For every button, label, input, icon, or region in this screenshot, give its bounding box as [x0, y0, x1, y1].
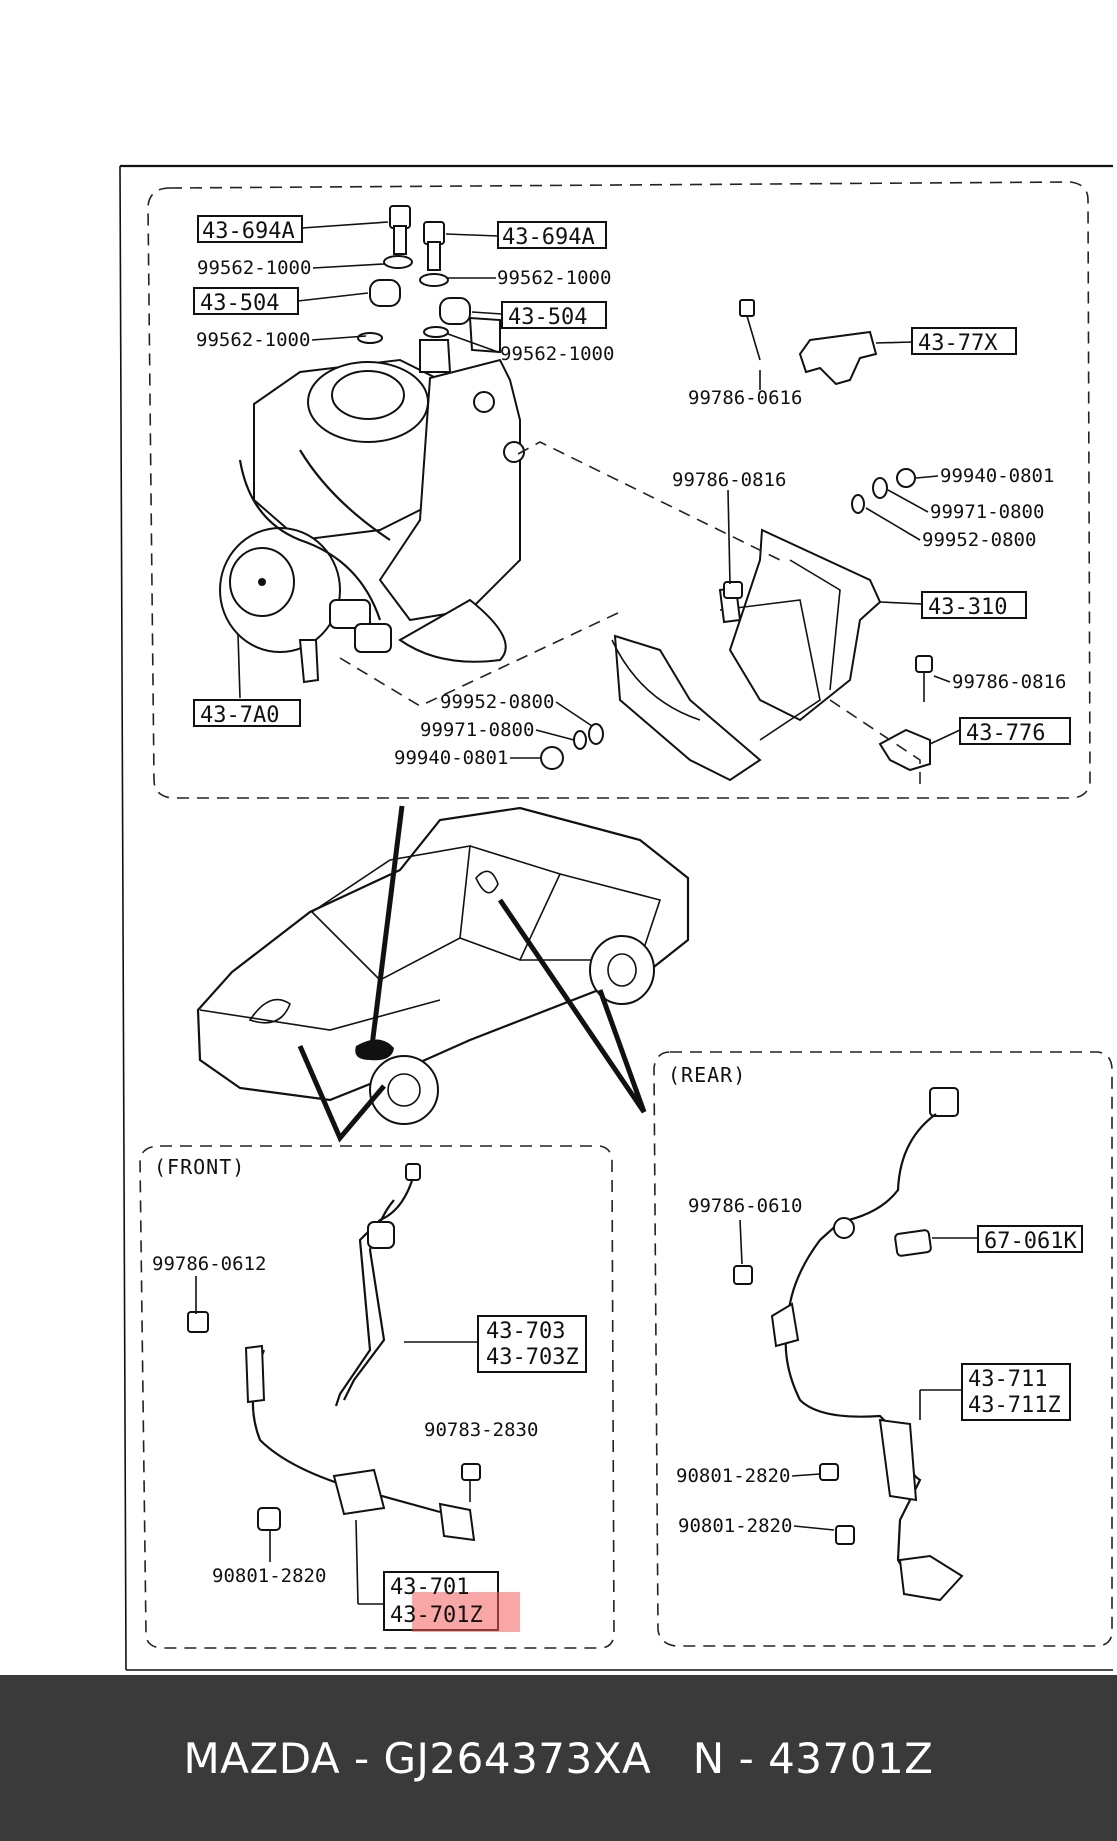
code-43-77X: 43-77X	[918, 331, 998, 356]
code-43-310: 43-310	[928, 595, 1007, 620]
label-99971-0800-lower: 99971-0800	[420, 719, 534, 741]
label-99786-0616: 99786-0616	[688, 387, 802, 409]
bolt-99786-0816-center-drawing	[723, 581, 743, 599]
code-67-061K: 67-061K	[984, 1229, 1077, 1254]
label-90801-2820-rear-a: 90801-2820	[676, 1465, 790, 1487]
hydraulic-unit-drawing	[219, 316, 525, 684]
code-43-711Z: 43-711Z	[968, 1393, 1061, 1418]
code-43-694A-right: 43-694A	[502, 225, 595, 250]
rear-section-label: (REAR)	[668, 1063, 746, 1087]
label-99562-1000-b: 99562-1000	[497, 267, 611, 289]
label-99952-0800-lower: 99952-0800	[440, 691, 554, 713]
part-number-footer: MAZDA - GJ264373XA N - 43701Z	[0, 1675, 1117, 1841]
label-99562-1000-c: 99562-1000	[196, 329, 310, 351]
code-43-504-right: 43-504	[508, 305, 587, 330]
highlighted-part-43-701Z	[412, 1592, 520, 1632]
label-99786-0816-right: 99786-0816	[952, 671, 1066, 693]
code-43-711: 43-711	[968, 1367, 1047, 1392]
label-90801-2820-front: 90801-2820	[212, 1565, 326, 1587]
washer-99952-lower-drawing	[588, 723, 604, 745]
washer-99952-0800-drawing	[851, 494, 865, 514]
bracket-drawing	[611, 528, 882, 782]
nut-99940-0801-drawing	[896, 468, 916, 488]
label-99786-0612: 99786-0612	[152, 1253, 266, 1275]
bracket-43-77X-drawing	[798, 330, 878, 386]
fitting-bolts	[357, 205, 471, 344]
label-99952-0800-top: 99952-0800	[922, 529, 1036, 551]
pointer-to-front	[297, 1045, 386, 1143]
leader-43-7A0	[237, 633, 241, 699]
bolt-99786-0616-drawing	[739, 299, 755, 317]
parts-diagram: 43-694A 43-694A 43-504 43-504 43-77X 43-…	[119, 164, 1113, 1671]
label-99562-1000-d: 99562-1000	[500, 343, 614, 365]
label-99562-1000-a: 99562-1000	[197, 257, 311, 279]
code-43-504-left: 43-504	[200, 291, 279, 316]
car-silhouette	[196, 806, 690, 1125]
front-section-label: (FRONT)	[154, 1155, 245, 1179]
pointer-to-hu	[369, 805, 405, 1047]
code-43-701Z: 43-701Z	[390, 1603, 483, 1628]
label-90783-2830: 90783-2830	[424, 1419, 538, 1441]
washer-99971-lower-drawing	[573, 730, 587, 750]
washer-99971-0800-drawing	[872, 477, 888, 499]
label-99940-0801-lower: 99940-0801	[394, 747, 508, 769]
rear-group-outline	[653, 1051, 1113, 1647]
code-43-776: 43-776	[966, 721, 1045, 746]
rear-sensor-harness-drawing	[733, 1087, 964, 1602]
label-99971-0800-top: 99971-0800	[930, 501, 1044, 523]
code-43-7A0: 43-7A0	[200, 703, 279, 728]
label-90801-2820-rear-b: 90801-2820	[678, 1515, 792, 1537]
label-99940-0801-top: 99940-0801	[940, 465, 1054, 487]
code-43-694A-left: 43-694A	[202, 219, 295, 244]
footer-caption: MAZDA - GJ264373XA N - 43701Z	[183, 1733, 934, 1783]
nut-99940-lower-drawing	[540, 746, 564, 770]
front-sensor-harness-drawing	[187, 1163, 481, 1542]
label-99786-0610: 99786-0610	[688, 1195, 802, 1217]
left-rule	[119, 165, 127, 1671]
bolt-99786-0816-right-drawing	[915, 655, 933, 673]
label-99786-0816-top: 99786-0816	[672, 469, 786, 491]
hydraulic-unit-group-outline	[147, 181, 1091, 799]
code-43-701: 43-701	[390, 1575, 469, 1600]
code-43-703: 43-703	[486, 1319, 565, 1344]
pointer-to-rear	[497, 898, 647, 1114]
code-43-703Z: 43-703Z	[486, 1345, 579, 1370]
